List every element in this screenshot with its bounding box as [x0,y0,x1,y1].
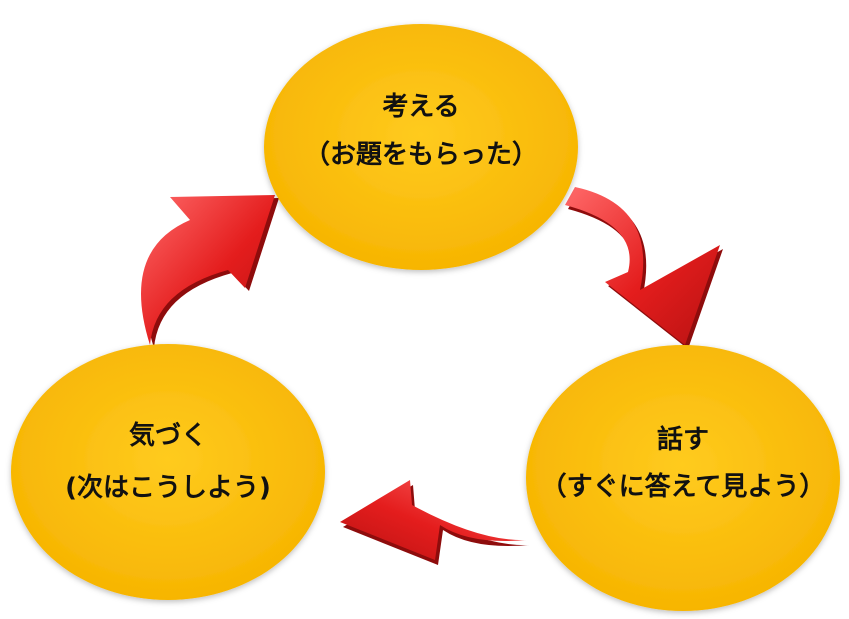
node-think: 考える （お題をもらった） [264,24,578,270]
node-think-shape [264,24,578,270]
node-think-title: 考える [382,92,459,122]
arrow-think-to-speak [565,187,723,349]
arrow-notice-to-think [141,195,279,348]
node-speak-subtitle: （すぐに答えて見よう） [541,471,826,502]
node-notice-subtitle: (次はこうしよう) [65,473,271,503]
node-speak: 話す （すぐに答えて見よう） [526,345,840,611]
node-notice: 気づく (次はこうしよう) [11,344,325,600]
node-think-subtitle: （お題をもらった） [304,140,538,170]
node-speak-title: 話す [657,424,709,455]
arrow-speak-to-notice [340,480,530,565]
node-notice-title: 気づく [129,420,207,451]
node-notice-shape [11,344,325,600]
node-speak-shape [526,345,840,611]
